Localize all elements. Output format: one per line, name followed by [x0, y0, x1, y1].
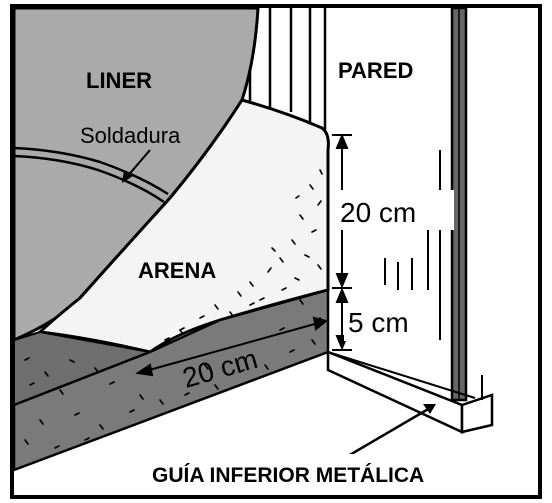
gravel-speckles — [24, 299, 324, 449]
sand-speckles — [164, 169, 323, 341]
liner-label: LINER — [86, 68, 152, 93]
dimension-sand-width — [135, 316, 329, 377]
guide-label-bg — [148, 454, 528, 492]
bottom-guide-label: GUÍA INFERIOR METÁLICA — [152, 464, 424, 487]
gravel-base-strip — [12, 288, 330, 472]
base-height-label: 5 cm — [348, 307, 409, 338]
sand-height-label: 20 cm — [340, 197, 416, 228]
weld-label: Soldadura — [80, 123, 181, 148]
weld-seam — [13, 146, 169, 204]
wall-label: PARED — [338, 58, 413, 83]
base-height-label-bg — [344, 305, 436, 341]
weld-arrow — [122, 149, 151, 183]
guide-arrow — [347, 404, 436, 458]
sand-height-label-bg — [336, 190, 454, 230]
bottom-guide-profile — [326, 350, 494, 434]
sand-label: ARENA — [138, 258, 216, 283]
